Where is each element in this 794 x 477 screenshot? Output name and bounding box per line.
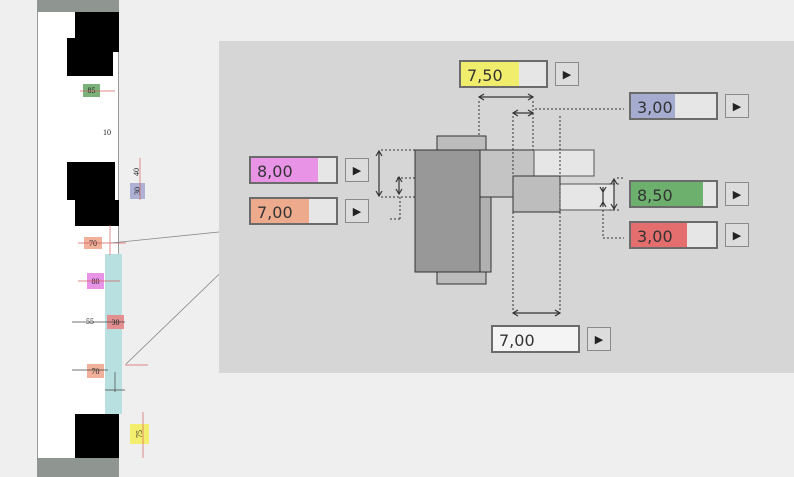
- play-triangle-icon: ▶: [732, 100, 742, 113]
- left-offset-step-button[interactable]: ▶: [345, 199, 369, 223]
- left-offset-fill: [251, 199, 309, 223]
- top-right-step-button[interactable]: ▶: [725, 94, 749, 118]
- left-height-step-button[interactable]: ▶: [345, 158, 369, 182]
- right-offset-fill: [631, 223, 687, 247]
- play-triangle-icon: ▶: [352, 164, 362, 177]
- play-triangle-icon: ▶: [352, 205, 362, 218]
- top-offset-value: 7,50: [467, 66, 503, 85]
- top-cap: [37, 0, 119, 12]
- play-triangle-icon: ▶: [732, 188, 742, 201]
- label-85: 85: [83, 84, 100, 97]
- label-70-lower: 70: [87, 364, 104, 378]
- play-triangle-icon: ▶: [562, 68, 572, 81]
- left-height-fill: [251, 158, 318, 182]
- right-offset-value: 3,00: [637, 227, 673, 246]
- right-offset-field[interactable]: 3,00: [629, 221, 718, 249]
- glass-pane: [105, 254, 122, 414]
- top-offset-step-button[interactable]: ▶: [555, 62, 579, 86]
- right-height-field[interactable]: 8,50: [629, 180, 718, 208]
- right-height-step-button[interactable]: ▶: [725, 182, 749, 206]
- right-height-value: 8,50: [637, 186, 673, 205]
- black-block-3: [67, 162, 115, 200]
- profile-diagram: [375, 93, 624, 317]
- black-block-2: [67, 38, 113, 76]
- bottom-width-value: 7,00: [499, 331, 535, 350]
- elevation-strip: [37, 0, 122, 477]
- top-right-field[interactable]: 3,00: [629, 92, 718, 120]
- bottom-width-field[interactable]: 7,00: [491, 325, 580, 353]
- top-right-value: 3,00: [637, 98, 673, 117]
- black-block-5: [75, 414, 119, 458]
- top-offset-field[interactable]: 7,50: [459, 60, 548, 88]
- top-offset-fill: [461, 62, 519, 86]
- bottom-cap: [37, 458, 119, 477]
- black-block-4: [75, 200, 119, 226]
- play-triangle-icon: ▶: [594, 333, 604, 346]
- left-offset-field[interactable]: 7,00: [249, 197, 338, 225]
- right-offset-step-button[interactable]: ▶: [725, 223, 749, 247]
- top-right-fill: [631, 94, 675, 118]
- left-height-value: 8,00: [257, 162, 293, 181]
- left-offset-value: 7,00: [257, 203, 293, 222]
- bottom-width-step-button[interactable]: ▶: [587, 327, 611, 351]
- label-10: 10: [103, 128, 111, 137]
- label-55: 55: [86, 317, 94, 326]
- play-triangle-icon: ▶: [732, 229, 742, 242]
- right-height-fill: [631, 182, 703, 206]
- left-height-field[interactable]: 8,00: [249, 156, 338, 184]
